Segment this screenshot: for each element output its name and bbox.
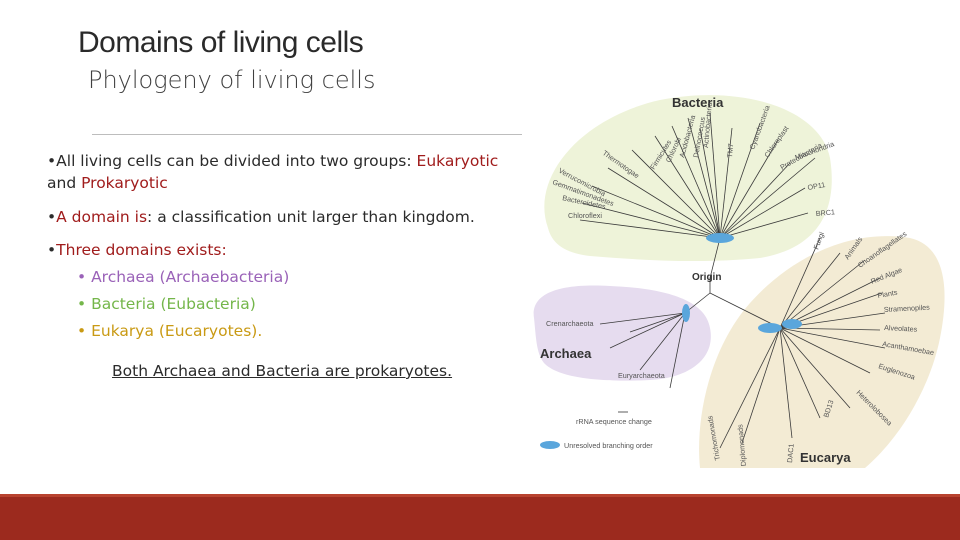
slide-title: Domains of living cells: [78, 26, 364, 59]
bullet-domain-definition: •A domain is: a classification unit larg…: [47, 206, 475, 228]
archaea-branches: [599, 292, 711, 389]
taxon-label: Chloroflexi: [568, 211, 602, 220]
sub-bullet-archaea: • Archaea (Archaebacteria): [77, 266, 289, 288]
footer-bar: [0, 497, 960, 540]
domain-term: A domain is: [56, 208, 148, 226]
taxon-label: BRC1: [815, 207, 835, 218]
phylogenetic-tree: Bacteria Archaea Eucarya Origin Actinoba…: [533, 95, 945, 468]
taxon-label: TM7: [725, 143, 735, 158]
taxon-label: Fungi: [811, 230, 826, 250]
bullet-groups: •All living cells can be divided into tw…: [47, 150, 498, 194]
slide-subtitle: Phylogeny of living cells: [88, 66, 376, 94]
footer-accent-line: [0, 494, 960, 497]
taxon-label: Plants: [877, 288, 899, 300]
bullet-marker: •: [47, 208, 57, 226]
sub-bullet-marker: •: [77, 295, 92, 313]
eukarya-unresolved-node-2: [782, 319, 802, 329]
sub-bullet-eukarya: • Eukarya (Eucaryotes).: [77, 320, 262, 342]
domain-label-bacteria: Bacteria: [672, 95, 724, 110]
bacteria-unresolved-node: [706, 233, 734, 243]
unresolved-legend-swatch: [540, 441, 560, 449]
sub-bullet-bacteria: • Bacteria (Eubacteria): [77, 293, 256, 315]
bullet-marker: •: [47, 241, 57, 259]
prokaryotes-note: Both Archaea and Bacteria are prokaryote…: [112, 362, 453, 380]
prokaryotic-term: Prokaryotic: [81, 174, 168, 192]
origin-label: Origin: [692, 272, 721, 283]
taxon-label: Stramenopiles: [884, 303, 931, 314]
bacteria-branches: [579, 112, 816, 293]
taxon-label: Diplomonads: [735, 424, 748, 467]
bullet-groups-continuation: and Prokaryotic: [47, 174, 168, 192]
taxon-label: Euryarchaeota: [618, 371, 665, 380]
bacteria-region: [544, 95, 832, 262]
taxon-label: Alveolates: [884, 323, 918, 334]
archaea-item: Archaea (Archaebacteria): [91, 268, 290, 286]
eukarya-region: [699, 236, 945, 468]
eukaryotic-term: Eukaryotic: [416, 152, 499, 170]
domain-label-archaea: Archaea: [540, 346, 592, 361]
bullet-groups-mid: and: [47, 174, 82, 192]
sub-bullet-marker: •: [77, 268, 92, 286]
sub-bullet-marker: •: [77, 322, 92, 340]
scale-bar-label: rRNA sequence change: [576, 417, 652, 426]
taxon-label: Crenarchaeota: [546, 319, 594, 328]
taxon-label: OP11: [807, 180, 826, 192]
bullet-three-domains: •Three domains exists:: [47, 239, 227, 261]
archaea-region: [533, 285, 711, 381]
domain-label-eukarya: Eucarya: [800, 450, 851, 465]
eukarya-unresolved-node: [758, 323, 782, 333]
taxon-label: DAC1: [785, 443, 796, 463]
title-divider: [92, 134, 522, 135]
taxon-label: Actinobacteria: [701, 102, 714, 148]
bacteria-item: Bacteria (Eubacteria): [91, 295, 256, 313]
eukarya-item: Eukarya (Eucaryotes).: [91, 322, 263, 340]
domain-definition-text: : a classification unit larger than king…: [147, 208, 475, 226]
unresolved-legend-label: Unresolved branching order: [564, 441, 653, 450]
archaea-unresolved-node: [682, 304, 690, 322]
three-domains-heading: Three domains exists:: [56, 241, 227, 259]
bullet-groups-text: All living cells can be divided into two…: [56, 152, 417, 170]
bullet-marker: •: [47, 152, 57, 170]
